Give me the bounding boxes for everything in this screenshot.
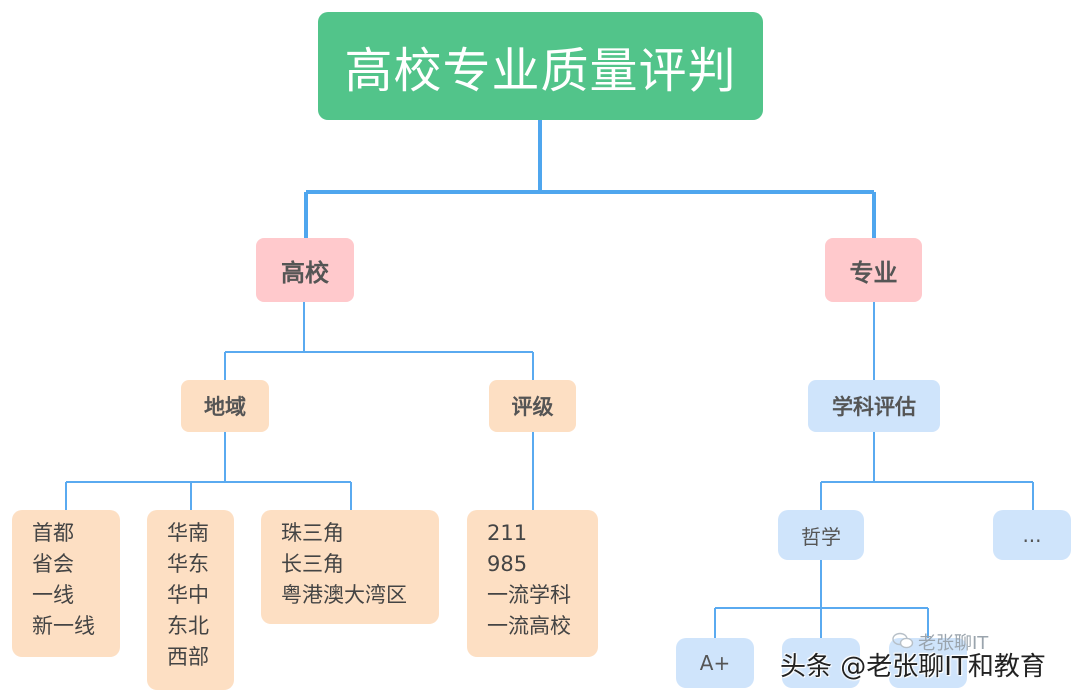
leaf-item: 华东 [167, 552, 209, 576]
leaf-item: 省会 [32, 552, 74, 576]
leaf-rating-items: 211 985 一流学科 一流高校 [467, 510, 598, 657]
connector-school-children [224, 302, 534, 380]
node-major-label: 专业 [849, 258, 898, 287]
node-region-label: 地域 [204, 395, 246, 419]
root-node: 高校专业质量评判 [318, 12, 763, 120]
node-region: 地域 [181, 380, 269, 432]
leaf-item: 华中 [167, 583, 209, 607]
node-grade-label: A+ [699, 651, 731, 675]
connector-region-children [65, 432, 352, 510]
leaf-item: 新一线 [32, 614, 95, 638]
node-more-label: ... [1022, 523, 1042, 547]
leaf-item: 首都 [32, 521, 74, 545]
node-evaluation: 学科评估 [808, 380, 940, 432]
leaf-item: 一流高校 [487, 614, 571, 638]
leaf-item: 华南 [167, 521, 209, 545]
leaf-item: 东北 [167, 614, 209, 638]
root-title: 高校专业质量评判 [344, 43, 737, 99]
connector-evaluation-children [820, 432, 1034, 510]
leaf-item: 粤港澳大湾区 [281, 583, 407, 607]
leaf-item: 长三角 [281, 552, 344, 576]
node-evaluation-label: 学科评估 [832, 395, 916, 419]
node-grade-2 [782, 638, 860, 688]
wechat-icon [892, 632, 914, 649]
connector-root-to-level1 [304, 120, 876, 238]
watermark-subtext: 老张聊IT [918, 633, 989, 654]
node-school: 高校 [256, 238, 354, 302]
leaf-item: 西部 [167, 645, 209, 669]
leaf-item: 一线 [32, 583, 74, 607]
leaf-item: 珠三角 [281, 521, 344, 545]
node-school-label: 高校 [281, 258, 329, 287]
connector-philosophy-children [714, 560, 929, 638]
leaf-item: 一流学科 [487, 583, 571, 607]
leaf-item: 211 [487, 521, 528, 545]
node-major: 专业 [825, 238, 922, 302]
leaf-region-tier: 首都 省会 一线 新一线 [12, 510, 120, 657]
node-rating-label: 评级 [511, 395, 554, 419]
node-philosophy-label: 哲学 [801, 524, 841, 549]
node-rating: 评级 [489, 380, 576, 432]
watermark-text: 头条 @老张聊IT和教育 [780, 651, 1046, 682]
leaf-region-area: 华南 华东 华中 东北 西部 [147, 510, 234, 690]
leaf-region-economic-zone: 珠三角 长三角 粤港澳大湾区 [261, 510, 439, 624]
node-grade-a-plus: A+ [676, 638, 754, 688]
leaf-item: 985 [487, 552, 528, 576]
node-more: ... [993, 510, 1071, 560]
node-philosophy: 哲学 [778, 510, 864, 560]
